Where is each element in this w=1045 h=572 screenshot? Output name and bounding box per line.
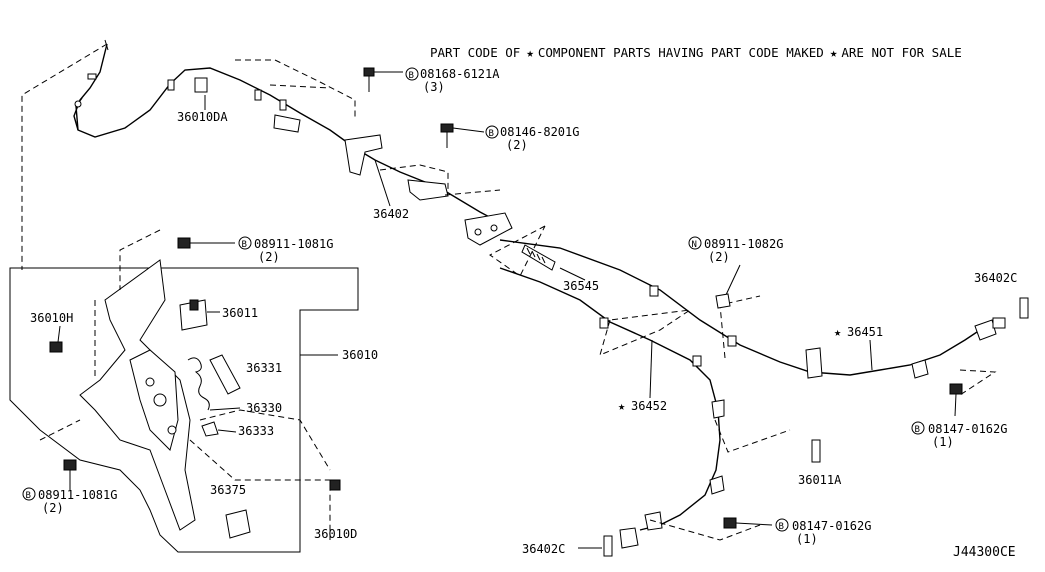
nut-08911-1081G-top: B 08911-1081G (2) — [177, 236, 333, 264]
svg-text:08911-1081G: 08911-1081G — [254, 237, 333, 251]
bolt-b-icon — [238, 236, 252, 250]
part-36011A: 36011A — [798, 439, 842, 487]
bolt-08147-0162G-right: B 08147-0162G (1) — [911, 383, 1007, 449]
svg-text:36331: 36331 — [246, 361, 282, 375]
bolt-08147-0162G-bottom: B 08147-0162G (1) — [723, 517, 871, 546]
svg-text:B: B — [242, 240, 247, 250]
header-note: PART CODE OF★COMPONENT PARTS HAVING PART… — [430, 45, 962, 60]
bolt-08168-6121A: B 08168-6121A (3) — [363, 67, 500, 94]
part-36330: 36330 — [187, 357, 282, 415]
svg-text:08147-0162G: 08147-0162G — [928, 422, 1007, 436]
part-36011: 36011 — [207, 306, 258, 320]
svg-text:B: B — [779, 522, 784, 532]
svg-text:36451: 36451 — [847, 325, 883, 339]
part-36452: ★ 36452 — [618, 339, 667, 413]
part-36010DA: 36010DA — [177, 95, 228, 124]
svg-text:36010D: 36010D — [314, 527, 357, 541]
bolt-08146-8201G: B 08146-8201G (2) — [440, 123, 579, 152]
svg-text:08911-1082G: 08911-1082G — [704, 237, 783, 251]
svg-text:36010: 36010 — [342, 348, 378, 362]
svg-text:B: B — [489, 129, 494, 139]
part-36402C-right: 36402C — [974, 271, 1029, 319]
svg-text:(2): (2) — [42, 501, 64, 515]
svg-text:B: B — [409, 71, 414, 81]
svg-text:36402: 36402 — [373, 207, 409, 221]
svg-text:36010DA: 36010DA — [177, 110, 228, 124]
nut-n-icon — [688, 236, 702, 250]
bolt-b-icon — [775, 518, 789, 532]
part-36010D: 36010D — [314, 479, 357, 541]
svg-text:(1): (1) — [796, 532, 818, 546]
svg-text:B: B — [26, 491, 31, 501]
bolt-b-icon — [405, 67, 419, 81]
svg-text:36010H: 36010H — [30, 311, 73, 325]
svg-text:36330: 36330 — [246, 401, 282, 415]
part-36333: 36333 — [201, 421, 274, 438]
bolt-b-icon — [22, 487, 36, 501]
part-36451: ★ 36451 — [834, 325, 883, 371]
svg-text:08911-1081G: 08911-1081G — [38, 488, 117, 502]
svg-text:08147-0162G: 08147-0162G — [792, 519, 871, 533]
part-36402: 36402 — [373, 159, 409, 221]
svg-text:PART CODE OF★COMPONENT PARTS H: PART CODE OF★COMPONENT PARTS HAVING PART… — [430, 45, 962, 60]
svg-text:36011A: 36011A — [798, 473, 842, 487]
svg-text:B: B — [915, 425, 920, 435]
svg-text:(1): (1) — [932, 435, 954, 449]
svg-text:36545: 36545 — [563, 279, 599, 293]
svg-text:N: N — [692, 240, 697, 250]
bolt-b-icon — [911, 421, 925, 435]
star-marker: ★ — [526, 45, 534, 60]
svg-text:36011: 36011 — [222, 306, 258, 320]
part-36010: 36010 — [300, 348, 378, 362]
svg-text:(2): (2) — [708, 250, 730, 264]
bolt-b-icon — [485, 125, 499, 139]
star-marker: ★ — [618, 399, 625, 413]
part-36331: 36331 — [209, 354, 282, 395]
part-36010H: 36010H — [30, 311, 73, 353]
pedal-assembly — [9, 259, 359, 553]
nut-08911-1081G-bottom: B 08911-1081G (2) — [22, 459, 117, 515]
rear-cable-36451 — [499, 239, 1006, 379]
svg-text:08168-6121A: 08168-6121A — [420, 67, 500, 81]
svg-text:(2): (2) — [506, 138, 528, 152]
svg-text:08146-8201G: 08146-8201G — [500, 125, 579, 139]
svg-text:36402C: 36402C — [522, 542, 565, 556]
star-marker: ★ — [834, 325, 841, 339]
svg-text:36452: 36452 — [631, 399, 667, 413]
svg-text:(2): (2) — [258, 250, 280, 264]
svg-text:36402C: 36402C — [974, 271, 1017, 285]
part-36375: 36375 — [210, 483, 251, 539]
part-36402C-bottom: 36402C — [522, 535, 613, 557]
diagram-code: J44300CE — [953, 545, 1016, 560]
rear-cable-36452 — [499, 267, 725, 549]
part-36545: 36545 — [521, 244, 599, 293]
svg-text:36333: 36333 — [238, 424, 274, 438]
svg-text:(3): (3) — [423, 80, 445, 94]
nut-08911-1082G: N 08911-1082G (2) — [688, 236, 783, 309]
front-cable-36402 — [73, 39, 513, 246]
svg-text:36375: 36375 — [210, 483, 246, 497]
